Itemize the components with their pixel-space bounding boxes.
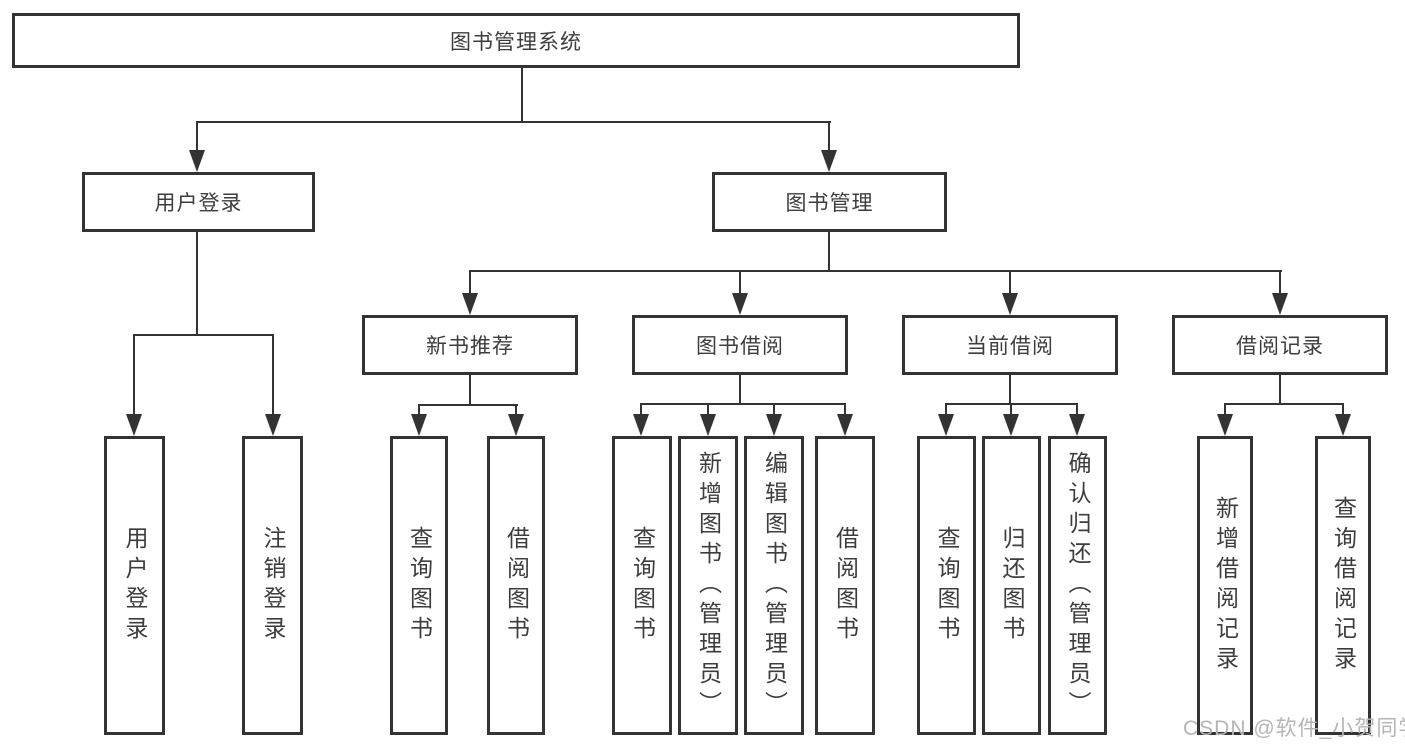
arrowhead-down-icon <box>732 293 748 315</box>
arrowhead-down-icon <box>1217 414 1233 436</box>
connector-line <box>1342 403 1344 417</box>
leaf-query-books-1-label: 查询图书 <box>406 525 433 646</box>
node-book-borrow-label: 图书借阅 <box>696 335 784 358</box>
arrowhead-down-icon <box>821 150 837 172</box>
connector-line <box>515 404 517 417</box>
node-user-login: 用户登录 <box>82 172 315 232</box>
leaf-add-books-admin-label: 新增图书（管理员） <box>695 450 722 721</box>
leaf-query-books-1: 查询图书 <box>390 436 448 735</box>
arrowhead-down-icon <box>1335 414 1351 436</box>
connector-line <box>1076 403 1078 417</box>
node-borrow-records: 借阅记录 <box>1172 315 1388 375</box>
leaf-add-borrow-record: 新增借阅记录 <box>1197 436 1253 735</box>
connector-line <box>469 270 1282 272</box>
connector-line <box>640 403 846 405</box>
leaf-query-borrow-record: 查询借阅记录 <box>1315 436 1371 735</box>
leaf-borrow-books-2-label: 借阅图书 <box>832 525 859 646</box>
connector-line <box>640 403 642 417</box>
connector-line <box>739 375 741 404</box>
arrowhead-down-icon <box>1003 414 1019 436</box>
connector-line <box>1279 270 1281 297</box>
arrowhead-down-icon <box>766 414 782 436</box>
connector-line <box>196 121 831 123</box>
leaf-borrow-books-2: 借阅图书 <box>815 436 875 735</box>
connector-line <box>1279 375 1281 404</box>
leaf-edit-books-admin: 编辑图书（管理员） <box>744 436 804 735</box>
connector-line <box>739 270 741 297</box>
csdn-watermark: CSDN @软件_小贺同学 <box>1183 717 1405 740</box>
connector-line <box>133 334 135 416</box>
leaf-query-books-3-label: 查询图书 <box>934 525 960 646</box>
node-book-borrow: 图书借阅 <box>632 315 848 375</box>
leaf-borrow-books-1: 借阅图书 <box>487 436 545 735</box>
leaf-logout-label: 注销登录 <box>260 525 286 646</box>
arrowhead-down-icon <box>462 293 478 315</box>
leaf-confirm-return-admin: 确认归还（管理员） <box>1048 436 1107 735</box>
leaf-query-books-2-label: 查询图书 <box>629 525 656 646</box>
node-current-borrow: 当前借阅 <box>902 315 1118 375</box>
connector-line <box>1009 270 1011 297</box>
leaf-add-borrow-record-label: 新增借阅记录 <box>1212 495 1239 676</box>
leaf-user-login-label: 用户登录 <box>122 525 148 646</box>
connector-line <box>773 403 775 417</box>
arrowhead-down-icon <box>700 414 716 436</box>
leaf-borrow-books-1-label: 借阅图书 <box>503 525 530 646</box>
connector-line <box>469 375 471 405</box>
connector-line <box>418 404 518 406</box>
arrowhead-down-icon <box>938 414 954 436</box>
connector-line <box>945 403 947 417</box>
leaf-confirm-return-admin-label: 确认归还（管理员） <box>1065 450 1091 721</box>
leaf-return-books: 归还图书 <box>982 436 1041 735</box>
node-book-management: 图书管理 <box>712 172 947 232</box>
arrowhead-down-icon <box>189 150 205 172</box>
arrowhead-down-icon <box>126 414 142 436</box>
connector-line <box>521 68 523 122</box>
leaf-logout: 注销登录 <box>242 436 303 735</box>
node-root-label: 图书管理系统 <box>450 30 582 54</box>
arrowhead-down-icon <box>633 414 649 436</box>
connector-line <box>707 403 709 417</box>
connector-line <box>418 404 420 417</box>
connector-line <box>469 270 471 297</box>
node-user-login-label: 用户登录 <box>154 192 243 215</box>
arrowhead-down-icon <box>1069 414 1085 436</box>
connector-line <box>844 403 846 417</box>
leaf-add-books-admin: 新增图书（管理员） <box>678 436 738 735</box>
arrowhead-down-icon <box>1002 293 1018 315</box>
leaf-edit-books-admin-label: 编辑图书（管理员） <box>761 450 788 721</box>
leaf-return-books-label: 归还图书 <box>999 525 1025 646</box>
arrowhead-down-icon <box>1272 293 1288 315</box>
connector-line <box>1010 403 1012 417</box>
connector-line <box>1009 375 1011 404</box>
connector-line <box>272 334 274 416</box>
leaf-user-login: 用户登录 <box>104 436 165 735</box>
node-borrow-records-label: 借阅记录 <box>1236 335 1324 358</box>
connector-line <box>828 121 830 154</box>
node-new-book-recommend-label: 新书推荐 <box>426 335 514 358</box>
connector-line <box>1224 403 1226 417</box>
node-new-book-recommend: 新书推荐 <box>362 315 578 375</box>
arrowhead-down-icon <box>508 414 524 436</box>
connector-line <box>196 232 198 336</box>
arrowhead-down-icon <box>837 414 853 436</box>
connector-line <box>133 334 274 336</box>
node-root: 图书管理系统 <box>12 13 1020 68</box>
node-book-management-label: 图书管理 <box>785 192 874 215</box>
leaf-query-books-3: 查询图书 <box>917 436 976 735</box>
connector-line <box>1224 403 1344 405</box>
leaf-query-borrow-record-label: 查询借阅记录 <box>1330 495 1357 676</box>
connector-line <box>196 121 198 154</box>
leaf-query-books-2: 查询图书 <box>612 436 672 735</box>
arrowhead-down-icon <box>265 414 281 436</box>
connector-line <box>828 232 830 272</box>
node-current-borrow-label: 当前借阅 <box>966 335 1054 358</box>
arrowhead-down-icon <box>411 414 427 436</box>
